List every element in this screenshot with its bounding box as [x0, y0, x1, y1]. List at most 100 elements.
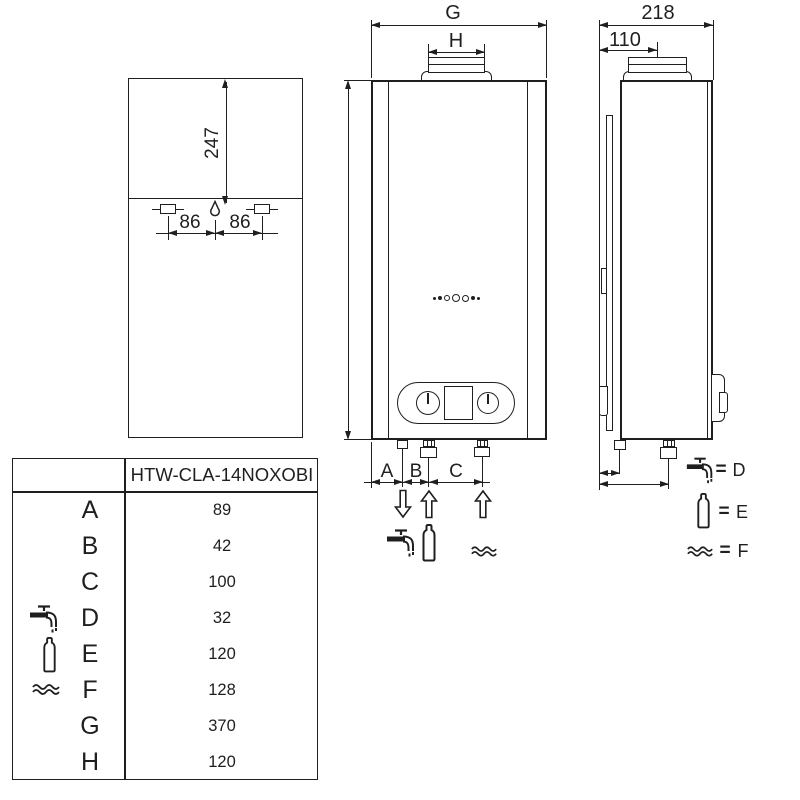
arrowhead: [611, 469, 620, 476]
ext-line: [371, 442, 372, 488]
water-waves-icon: [686, 544, 714, 558]
pipe-center-line: [668, 459, 669, 489]
gas-pipe-nut: [660, 447, 677, 459]
pipe-center-line: [482, 457, 483, 487]
side-body-bend: [707, 82, 708, 438]
cold-water-pipe-nut: [474, 447, 490, 457]
flue-collar: [428, 57, 485, 73]
dim-line-247: [225, 82, 227, 203]
depth-dim-label: 218: [641, 2, 675, 24]
arrowhead: [704, 21, 713, 28]
hole-spacing-right-label: 86: [229, 212, 251, 233]
rear-upper-section: [128, 78, 303, 199]
display-window: [444, 386, 473, 420]
dim-line-H: [428, 52, 485, 53]
flow-down-arrow-icon: [394, 489, 412, 519]
table-row-label: B: [81, 532, 99, 560]
arrowhead: [253, 229, 262, 236]
front-body: [371, 80, 547, 440]
arrowhead: [476, 48, 485, 55]
dim-line-110: [599, 50, 657, 51]
arrowhead: [222, 196, 228, 205]
wall-bracket-hook: [599, 386, 608, 416]
flow-up-arrow-icon: [474, 489, 492, 519]
arrowhead: [599, 480, 608, 487]
table-row-label: D: [80, 604, 100, 632]
arrowhead: [344, 80, 351, 89]
pipe-hatch: [667, 441, 668, 446]
flue-collar-line: [629, 64, 686, 65]
table-row-label: F: [82, 676, 98, 704]
table-row-value: 370: [208, 717, 236, 735]
flue-center-tick: [657, 42, 658, 57]
side-body: [620, 80, 713, 440]
flue-collar-line: [429, 64, 484, 65]
port-c-label: C: [449, 461, 463, 482]
arrowhead: [222, 79, 228, 88]
mount-bracket-right: [254, 204, 270, 214]
table-border: [12, 458, 318, 780]
gas-pipe-top: [663, 440, 675, 447]
table-row-value: 128: [208, 681, 236, 699]
arrowhead: [344, 431, 351, 440]
dim-line-height: [348, 83, 349, 437]
hot-water-pipe: [397, 440, 408, 449]
wall-reference-line: [599, 20, 600, 490]
table-row-label: H: [80, 748, 100, 776]
dim-line-G: [371, 25, 547, 26]
ext-line: [168, 216, 169, 240]
table-row-value: 89: [212, 501, 232, 519]
dim-line-218: [599, 25, 713, 26]
mount-bracket-left: [160, 204, 176, 214]
pipe-hatch: [431, 441, 432, 446]
table-column-divider: [124, 458, 126, 780]
arrowhead: [429, 478, 438, 485]
tap-icon: [385, 527, 419, 557]
table-row-value: 42: [212, 537, 232, 555]
pipe-hatch: [671, 441, 672, 446]
ext-line: [262, 216, 263, 240]
table-row-value: 120: [208, 753, 236, 771]
gas-bottle-icon: [420, 521, 438, 563]
legend-symbol-d: D: [732, 460, 746, 480]
cold-water-pipe-top: [477, 440, 488, 447]
table-row-label: E: [81, 640, 99, 668]
table-row-value: 120: [208, 645, 236, 663]
front-body-bend-right: [527, 82, 528, 438]
port-a-label: A: [380, 461, 394, 482]
pipe-hatch: [427, 441, 428, 446]
table-row-value: 32: [212, 609, 232, 627]
equals-sign: =: [719, 540, 731, 561]
gas-pipe-top: [423, 440, 435, 447]
ext-line: [371, 20, 372, 78]
flue-dim-label: H: [448, 30, 464, 52]
front-body-bend-left: [388, 82, 389, 438]
arrowhead: [599, 21, 608, 28]
arrowhead: [660, 480, 669, 487]
pipe-center-line: [402, 449, 403, 487]
flue-offset-dim-label: 110: [609, 29, 641, 51]
arrowhead: [215, 229, 224, 236]
arrowhead: [206, 229, 215, 236]
ext-tick: [344, 80, 371, 81]
wall-bracket: [606, 115, 613, 431]
table-row-label: A: [81, 496, 99, 524]
ext-tick: [344, 439, 371, 440]
equals-sign: =: [718, 501, 730, 522]
pilot-dots: [427, 290, 485, 306]
water-waves-icon: [470, 544, 498, 558]
arrowhead: [420, 478, 429, 485]
arrowhead: [538, 21, 547, 28]
pipe-hatch: [480, 441, 481, 446]
table-row-label: C: [80, 568, 100, 596]
arrowhead: [648, 46, 657, 53]
hole-spacing-left-label: 86: [179, 212, 201, 233]
table-model-header: HTW-CLA-14NOXOBI: [130, 464, 314, 485]
equals-sign: =: [715, 459, 727, 480]
gas-pipe-nut: [420, 447, 437, 458]
right-knob-pointer: [487, 394, 489, 404]
port-b-label: B: [409, 461, 423, 482]
pipe-center-line: [619, 450, 620, 474]
rear-pipe: [614, 440, 626, 450]
left-knob-pointer: [427, 393, 429, 404]
